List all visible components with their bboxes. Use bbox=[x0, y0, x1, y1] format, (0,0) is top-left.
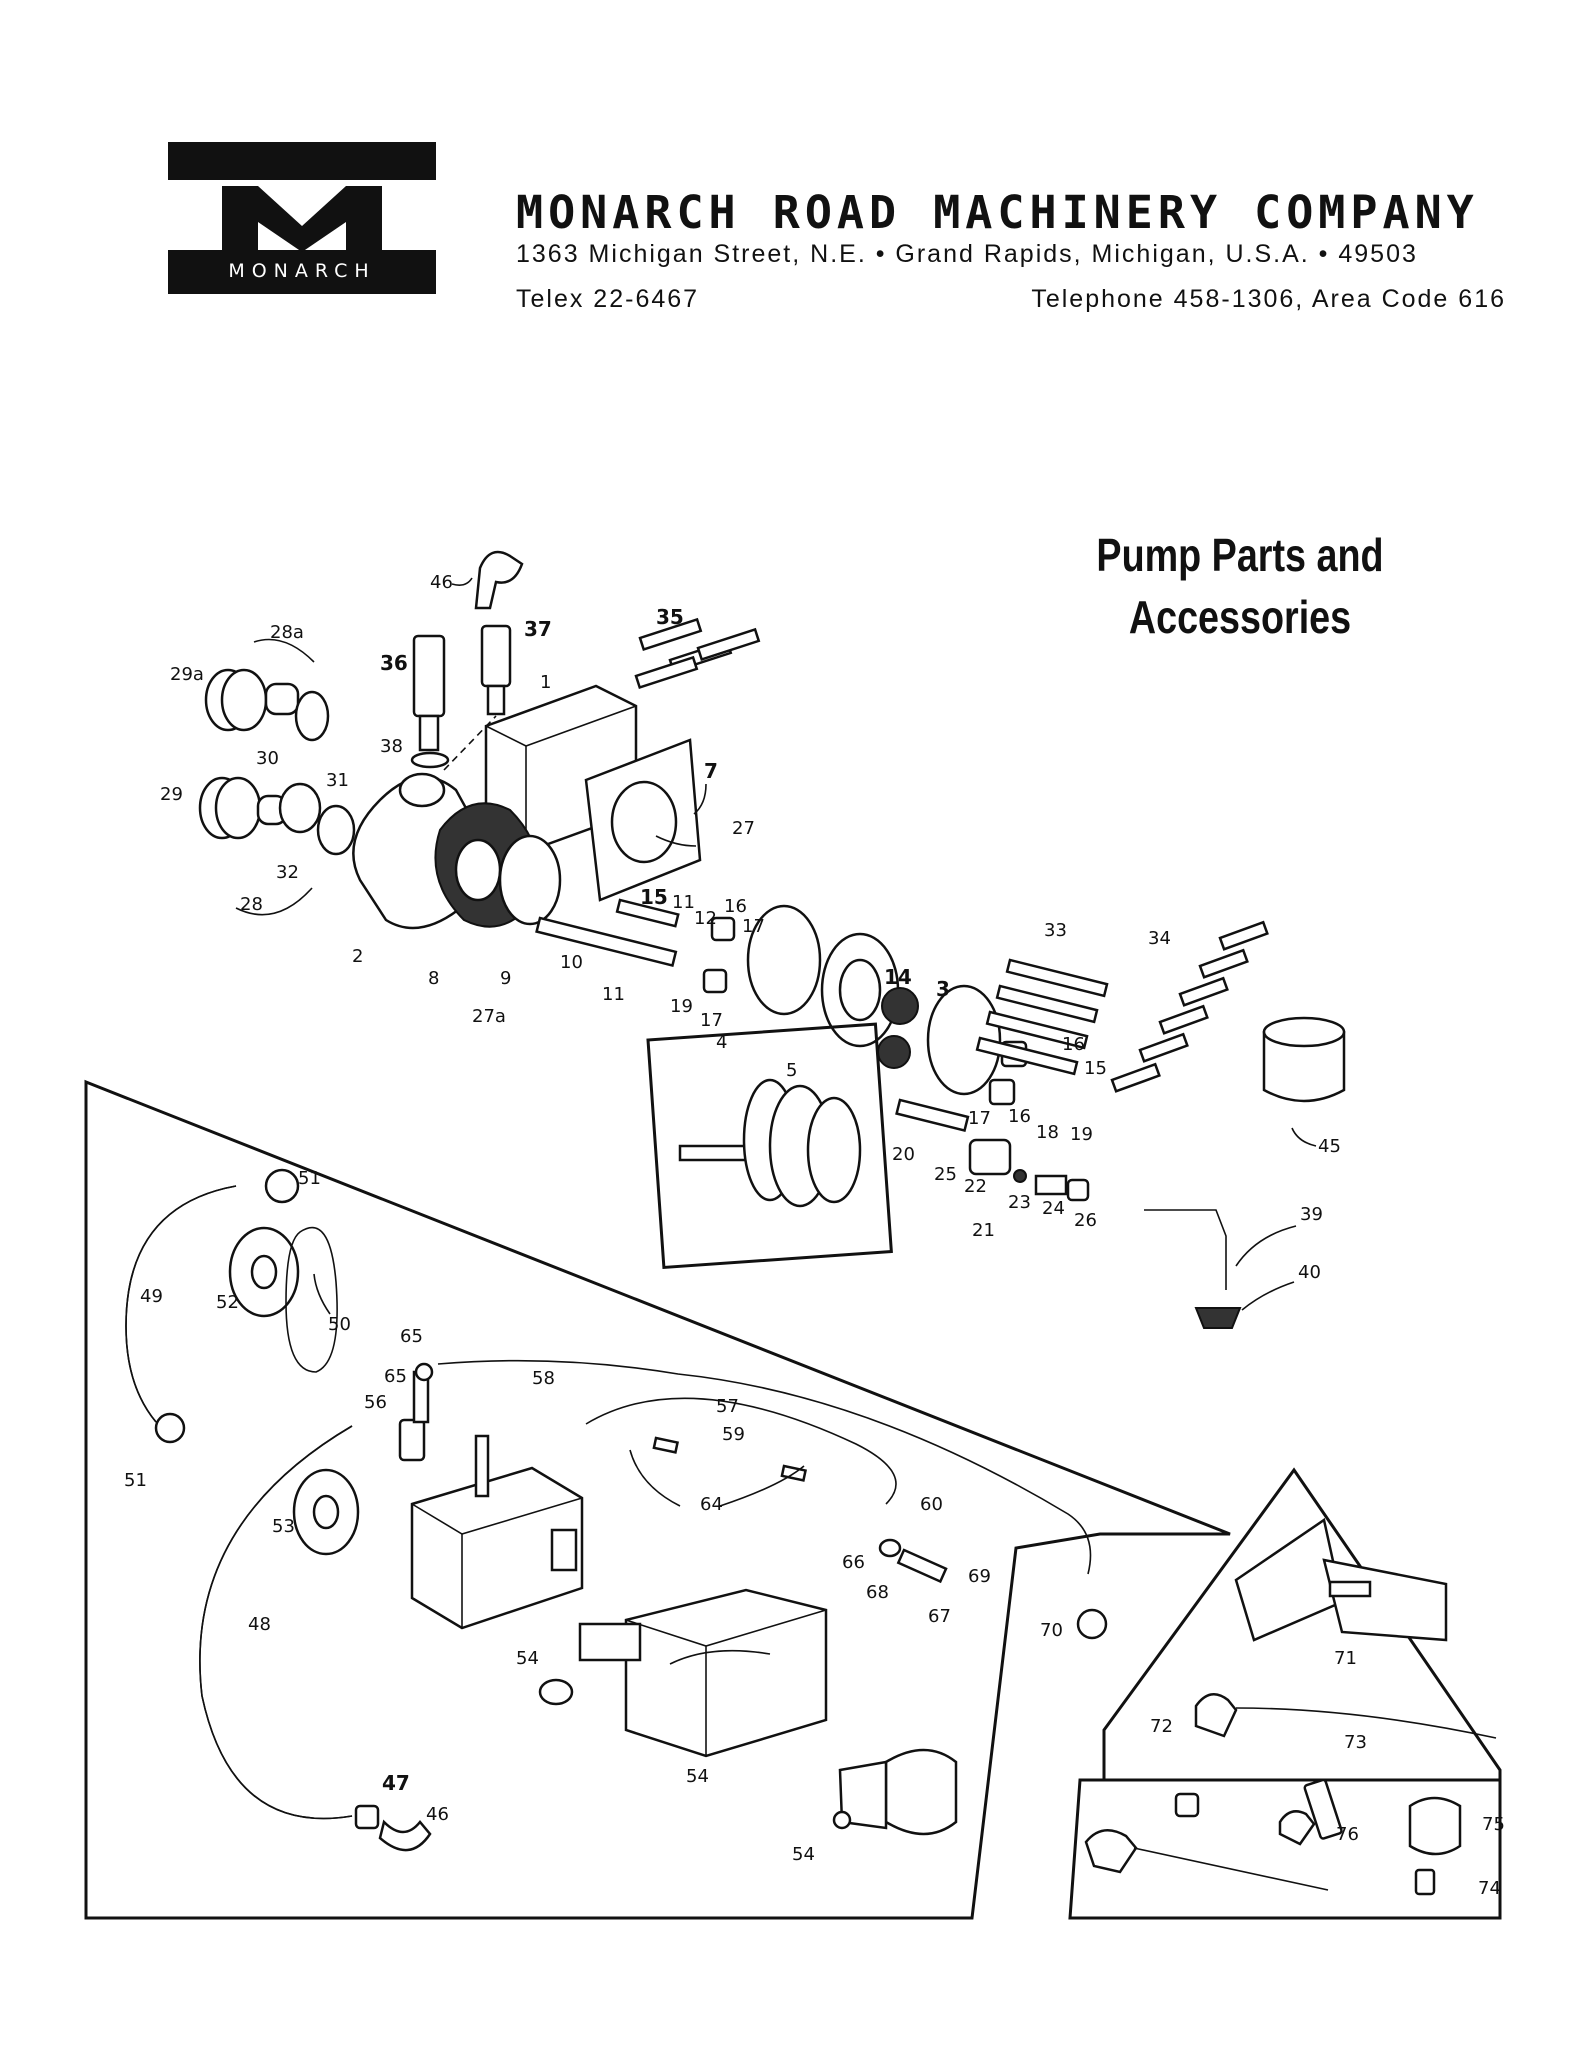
callout-8: 8 bbox=[428, 968, 439, 989]
callout-18: 18 bbox=[1036, 1122, 1059, 1143]
callout-labels: 46 37 36 38 35 1 28a 29a 30 31 29 32 28 … bbox=[124, 572, 1505, 1899]
page-title: Pump Parts and Accessories bbox=[1076, 524, 1404, 648]
accessories-frame bbox=[84, 1079, 1231, 1920]
callout-62: 65 bbox=[400, 1326, 423, 1347]
company-name: MONARCH ROAD MACHINERY COMPANY bbox=[516, 186, 1479, 239]
callout-50: 50 bbox=[328, 1314, 351, 1335]
callout-57: 58 bbox=[532, 1368, 555, 1389]
callout-52: 53 bbox=[272, 1516, 295, 1537]
callout-55: 56 bbox=[364, 1392, 387, 1413]
callout-69: 73 bbox=[1344, 1732, 1367, 1753]
callout-54-left: 54 bbox=[516, 1648, 539, 1669]
callout-53: 52 bbox=[216, 1292, 239, 1313]
callout-14: 14 bbox=[884, 965, 912, 989]
callout-27a: 27a bbox=[472, 1006, 506, 1027]
callout-72: 76 bbox=[1336, 1824, 1359, 1845]
callout-71: 75 bbox=[1482, 1814, 1505, 1835]
callout-33: 33 bbox=[1044, 920, 1067, 941]
callout-19-left: 19 bbox=[670, 996, 693, 1017]
callout-35: 35 bbox=[656, 605, 684, 629]
callout-67: 71 bbox=[1334, 1648, 1357, 1669]
callout-46-bottom: 46 bbox=[426, 1804, 449, 1825]
callout-64: 67 bbox=[928, 1606, 951, 1627]
callout-4: 4 bbox=[716, 1032, 727, 1053]
callout-15-right: 15 bbox=[1084, 1058, 1107, 1079]
title-line-1: Pump Parts and bbox=[1096, 529, 1384, 581]
callout-11-top: 11 bbox=[672, 892, 695, 913]
callout-59: 60 bbox=[920, 1494, 943, 1515]
callout-32: 32 bbox=[276, 862, 299, 883]
callout-12: 12 bbox=[694, 908, 717, 929]
callout-65-right: 69 bbox=[968, 1566, 991, 1587]
callout-29: 29 bbox=[160, 784, 183, 805]
leader-lines bbox=[235, 577, 1317, 1507]
callout-17-top: 17 bbox=[742, 916, 765, 937]
callout-7: 7 bbox=[704, 759, 718, 783]
callout-1: 1 bbox=[540, 672, 551, 693]
callout-6: 3 bbox=[936, 977, 950, 1001]
bracket-inset-frame bbox=[1102, 1467, 1502, 1782]
callout-15-left: 15 bbox=[640, 885, 668, 909]
callout-45: 45 bbox=[1318, 1136, 1341, 1157]
callout-34: 34 bbox=[1148, 928, 1171, 949]
telephone-number: Telephone 458-1306, Area Code 616 bbox=[1031, 285, 1506, 313]
callout-25: 26 bbox=[1074, 1210, 1097, 1231]
callout-39: 39 bbox=[1300, 1204, 1323, 1225]
callout-19-right: 19 bbox=[1070, 1124, 1093, 1145]
callout-51-bottom: 51 bbox=[124, 1470, 147, 1491]
callout-30: 30 bbox=[256, 748, 279, 769]
callout-68: 72 bbox=[1150, 1716, 1173, 1737]
callout-27: 27 bbox=[732, 818, 755, 839]
callout-37: 37 bbox=[524, 617, 552, 641]
callout-47: 47 bbox=[382, 1771, 410, 1795]
callout-29a: 29a bbox=[170, 664, 204, 685]
callout-40: 40 bbox=[1298, 1262, 1321, 1283]
company-address: 1363 Michigan Street, N.E. • Grand Rapid… bbox=[516, 240, 1418, 268]
callout-63: 66 bbox=[842, 1552, 865, 1573]
logo-m-mark bbox=[222, 186, 382, 252]
callout-46-top: 46 bbox=[430, 572, 453, 593]
callout-60: 64 bbox=[700, 1494, 723, 1515]
callout-51-top: 51 bbox=[298, 1168, 321, 1189]
callout-20: 20 bbox=[892, 1144, 915, 1165]
pump-assembly bbox=[198, 550, 1346, 1329]
title-line-2: Accessories bbox=[1128, 591, 1352, 643]
callout-28a: 28a bbox=[270, 622, 304, 643]
callout-23: 23 bbox=[1008, 1192, 1031, 1213]
callout-17-right: 17 bbox=[968, 1108, 991, 1129]
fittings-inset-frame bbox=[1068, 1778, 1502, 1920]
callout-38: 38 bbox=[380, 736, 403, 757]
callout-36: 36 bbox=[380, 651, 408, 675]
callout-56: 57 bbox=[716, 1396, 739, 1417]
logo-wordmark: MONARCH bbox=[228, 260, 376, 282]
callout-9: 9 bbox=[500, 968, 511, 989]
callout-70: 74 bbox=[1478, 1878, 1501, 1899]
callout-21: 21 bbox=[972, 1220, 995, 1241]
callout-48: 48 bbox=[248, 1614, 271, 1635]
callout-54-center: 54 bbox=[686, 1766, 709, 1787]
callout-28: 28 bbox=[240, 894, 263, 915]
callout-58: 59 bbox=[722, 1424, 745, 1445]
callout-24: 24 bbox=[1042, 1198, 1065, 1219]
telex-number: Telex 22-6467 bbox=[516, 285, 700, 313]
callout-16-top: 16 bbox=[724, 896, 747, 917]
callout-54-bottom: 54 bbox=[792, 1844, 815, 1865]
callout-11-bottom: 11 bbox=[602, 984, 625, 1005]
callout-10: 10 bbox=[560, 952, 583, 973]
callout-5: 5 bbox=[786, 1060, 797, 1081]
callout-31: 31 bbox=[326, 770, 349, 791]
callout-16-low: 16 bbox=[1008, 1106, 1031, 1127]
callout-17-mid: 17 bbox=[700, 1010, 723, 1031]
accessories-parts bbox=[125, 1168, 1497, 1896]
callout-65-left: 68 bbox=[866, 1582, 889, 1603]
monarch-logo: MONARCH bbox=[168, 142, 436, 294]
callout-61: 65 bbox=[384, 1366, 407, 1387]
callout-49: 49 bbox=[140, 1286, 163, 1307]
callout-2: 2 bbox=[352, 946, 363, 967]
callout-26: 25 bbox=[934, 1164, 957, 1185]
callout-16-right: 16 bbox=[1062, 1034, 1085, 1055]
callout-22: 22 bbox=[964, 1176, 987, 1197]
callout-66: 70 bbox=[1040, 1620, 1063, 1641]
